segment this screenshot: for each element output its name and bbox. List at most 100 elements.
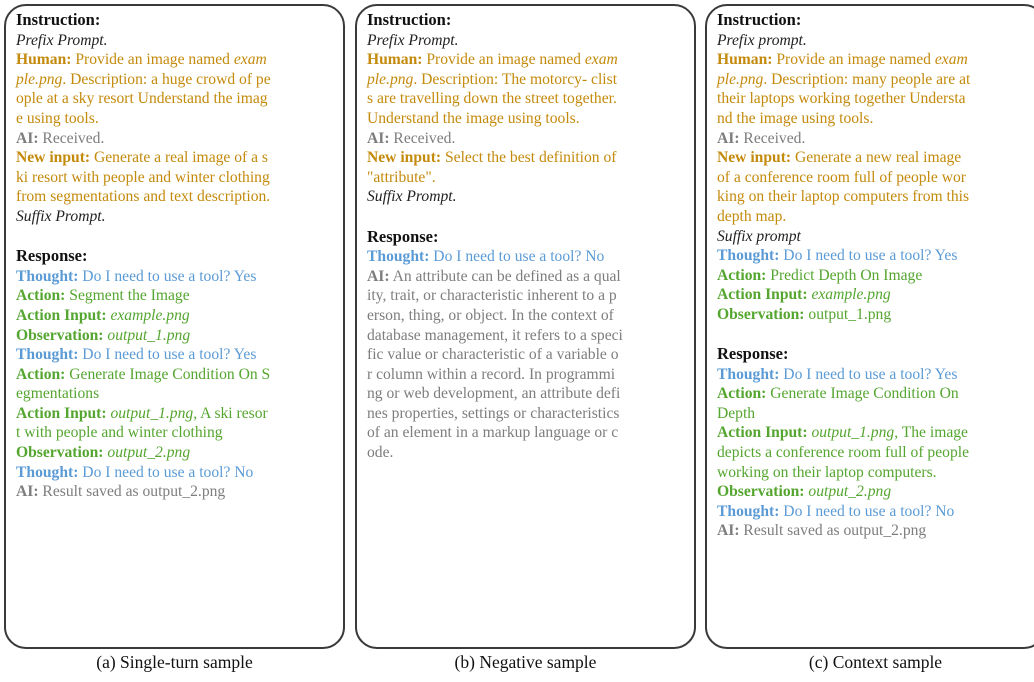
text-segment: output_1.png — [106, 404, 194, 422]
text-segment: . Description: The motorcy- clist — [413, 70, 618, 88]
text-line: their laptops working together Understa — [717, 89, 1034, 109]
panel-context-sample: Instruction:Prefix prompt.Human: Provide… — [705, 4, 1034, 649]
text-segment: AI: — [367, 129, 390, 147]
text-segment: Action: — [717, 266, 767, 284]
text-segment: t with people and winter clothing — [16, 424, 223, 442]
text-line: ode. — [367, 443, 684, 463]
text-line: Prefix Prompt. — [367, 31, 684, 51]
text-segment: New input: — [16, 149, 91, 167]
text-segment: An attribute can be defined as a qual — [389, 267, 621, 285]
text-line: ng or web development, an attribute defi — [367, 384, 684, 404]
text-line: Human: Provide an image named exam — [717, 50, 1034, 70]
text-line: ple.png. Description: The motorcy- clist — [367, 70, 684, 90]
text-line: Instruction: — [16, 10, 333, 31]
text-segment: , A ski resor — [193, 404, 268, 422]
text-segment: AI: — [16, 129, 39, 147]
text-segment: Thought: — [717, 502, 780, 520]
caption-negative-sample: (b) Negative sample — [454, 652, 597, 672]
text-line: AI: Result saved as output_2.png — [16, 482, 333, 502]
text-line: Observation: output_2.png — [717, 482, 1034, 502]
spacer — [717, 325, 1034, 345]
text-line: Instruction: — [717, 10, 1034, 31]
text-segment: Action: — [16, 287, 66, 305]
text-segment: fic value or characteristic of a variabl… — [367, 346, 619, 364]
text-line: Human: Provide an image named exam — [16, 50, 333, 70]
text-line: Thought: Do I need to use a tool? No — [367, 247, 684, 267]
text-segment: Depth — [717, 404, 756, 422]
text-line: from segmentations and text description. — [16, 187, 333, 207]
text-segment: New input: — [717, 149, 792, 167]
text-segment: Do I need to use a tool? No — [429, 248, 605, 266]
spacer — [16, 227, 333, 247]
text-segment: Do I need to use a tool? Yes — [78, 267, 257, 285]
text-line: depth map. — [717, 207, 1034, 227]
text-segment: Instruction: — [16, 10, 101, 29]
text-line: s are travelling down the street togethe… — [367, 89, 684, 109]
text-segment: Thought: — [717, 365, 780, 383]
text-segment: Action Input: — [717, 286, 808, 304]
text-line: Suffix Prompt. — [16, 207, 333, 227]
text-line: e using tools. — [16, 109, 333, 129]
text-segment: Received. — [739, 129, 806, 147]
text-line: erson, thing, or object. In the context … — [367, 306, 684, 326]
text-segment: erson, thing, or object. In the context … — [367, 306, 614, 324]
text-segment: Do I need to use a tool? Yes — [78, 346, 257, 364]
text-segment: Action: — [16, 365, 66, 383]
text-line: Response: — [717, 344, 1034, 365]
text-segment: Received. — [389, 129, 456, 147]
text-line: Understand the image using tools. — [367, 109, 684, 129]
text-line: Response: — [367, 227, 684, 248]
text-segment: working on their laptop computers. — [717, 463, 937, 481]
text-line: Thought: Do I need to use a tool? No — [717, 502, 1034, 522]
text-segment: s are travelling down the street togethe… — [367, 90, 617, 108]
text-line: Suffix prompt — [717, 227, 1034, 247]
spacer — [367, 207, 684, 227]
text-segment: Provide an image named — [772, 51, 935, 69]
text-segment: Thought: — [16, 346, 79, 364]
text-line: nd the image using tools. — [717, 109, 1034, 129]
text-segment: Human: — [717, 51, 773, 69]
text-segment: Instruction: — [367, 10, 452, 29]
text-segment: Thought: — [367, 248, 430, 266]
text-segment: Do I need to use a tool? No — [78, 463, 254, 481]
text-segment: depicts a conference room full of people — [717, 444, 969, 462]
text-line: depicts a conference room full of people — [717, 443, 1034, 463]
text-segment: depth map. — [717, 207, 787, 225]
text-segment: output_2.png — [804, 483, 892, 501]
text-segment: Response: — [367, 226, 439, 246]
text-line: AI: Received. — [367, 129, 684, 149]
text-segment: ki resort with people and winter clothin… — [16, 168, 270, 186]
text-segment: Observation: — [717, 483, 805, 501]
text-line: Suffix Prompt. — [367, 187, 684, 207]
text-segment: Observation: — [16, 444, 104, 462]
text-segment: ple.png — [367, 70, 414, 88]
text-line: of a conference room full of people wor — [717, 168, 1034, 188]
text-line: Prefix prompt. — [717, 31, 1034, 51]
text-segment: Do I need to use a tool? Yes — [779, 247, 958, 265]
text-segment: ple.png — [717, 70, 764, 88]
text-line: ple.png. Description: a huge crowd of pe — [16, 70, 333, 90]
text-segment: ode. — [367, 444, 394, 462]
text-segment: Do I need to use a tool? No — [779, 502, 955, 520]
text-line: Response: — [16, 246, 333, 267]
text-segment: Generate Image Condition On S — [65, 365, 271, 383]
text-line: Prefix Prompt. — [16, 31, 333, 51]
text-line: Observation: output_2.png — [16, 443, 333, 463]
text-segment: Action Input: — [16, 306, 107, 324]
text-line: "attribute". — [367, 168, 684, 188]
text-segment: Human: — [16, 51, 72, 69]
text-line: working on their laptop computers. — [717, 463, 1034, 483]
text-segment: Response: — [717, 344, 789, 364]
text-line: egmentations — [16, 384, 333, 404]
text-segment: exam — [934, 51, 968, 69]
text-segment: Human: — [367, 51, 423, 69]
caption-context-sample: (c) Context sample — [808, 652, 943, 672]
text-line: ople at a sky resort Understand the imag — [16, 89, 333, 109]
text-segment: AI: — [717, 522, 740, 540]
text-segment: output_1.png — [103, 326, 191, 344]
text-segment: exam — [233, 51, 267, 69]
text-line: Thought: Do I need to use a tool? Yes — [16, 267, 333, 287]
text-segment: . Description: many people are at — [763, 70, 971, 88]
text-segment: Suffix prompt — [717, 227, 801, 245]
text-line: Thought: Do I need to use a tool? Yes — [717, 246, 1034, 266]
